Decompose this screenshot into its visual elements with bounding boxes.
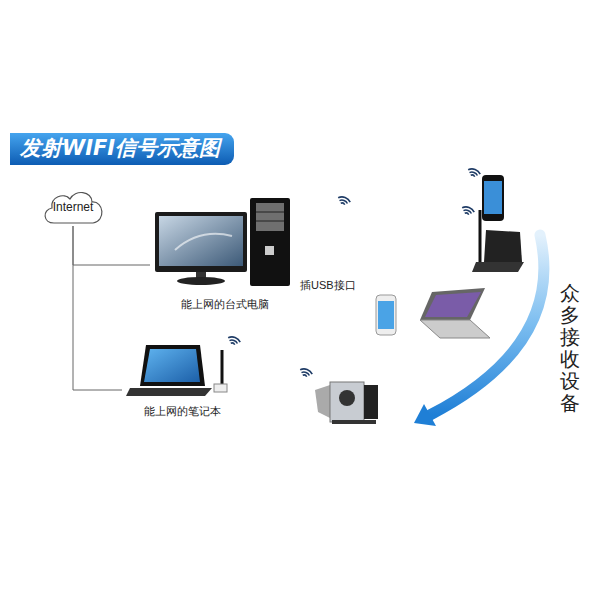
wifi-symbol (227, 335, 241, 346)
cloud-shape (45, 193, 102, 223)
cloud-node: Internet (40, 188, 106, 226)
title-banner: 发射WIFI信号示意图 (10, 133, 234, 165)
screen-swoosh (175, 234, 232, 250)
laptop-base (126, 388, 212, 396)
cloud-label: Internet (53, 200, 94, 214)
monitor-bezel (155, 212, 247, 272)
title-rule (200, 164, 592, 166)
device-node: 能上网的台式电脑 (150, 195, 300, 311)
usb-adapter (214, 384, 227, 392)
pc-tower (250, 198, 290, 286)
laptop-screen (425, 292, 481, 317)
phone-screen (378, 301, 394, 329)
pc-side (364, 385, 378, 419)
usb-antenna (479, 210, 482, 262)
monitor-base (177, 277, 225, 285)
desktop-computer (155, 198, 290, 286)
usb-antenna (221, 350, 224, 386)
phone-body (376, 295, 396, 335)
device-label: 能上网的台式电脑 (181, 298, 269, 311)
drive-slot (256, 212, 284, 213)
convertible-laptop (420, 288, 490, 338)
drive-slot (256, 221, 284, 222)
arrow-shaft (430, 235, 544, 415)
desktop-pc (315, 382, 378, 424)
phone-body (482, 175, 504, 221)
pc-feet (332, 420, 376, 424)
smartphone (482, 175, 504, 221)
wifi-symbol (299, 367, 313, 378)
phone-screen (484, 181, 502, 214)
wifi-symbol (461, 205, 475, 216)
drive-bay (256, 203, 284, 231)
pc-panel (315, 385, 330, 418)
network-cable (73, 226, 122, 390)
device-node: 能上网的笔记本 (122, 340, 242, 418)
tower-logo (265, 246, 274, 255)
monitor-screen (159, 216, 243, 266)
receiver-note: 众多接收设备 (560, 282, 580, 414)
device-label: 能上网的笔记本 (144, 405, 221, 418)
laptop-lid (484, 230, 522, 262)
wifi-symbol (467, 167, 481, 178)
laptop-lid (420, 288, 485, 320)
network-cable (73, 226, 150, 265)
laptop-screen (144, 349, 200, 382)
port-note: 插USB接口 (300, 278, 356, 293)
antenna-laptop (472, 210, 524, 272)
laptop (126, 345, 227, 396)
receive-arrow (414, 235, 544, 426)
pc-case (330, 382, 364, 422)
pc-fan (339, 390, 355, 406)
wifi-symbol (337, 195, 351, 206)
laptop-base (472, 262, 524, 272)
laptop-lid (140, 345, 205, 386)
arrow-head (414, 404, 436, 426)
smartphone (376, 295, 396, 335)
laptop-base (420, 320, 490, 338)
